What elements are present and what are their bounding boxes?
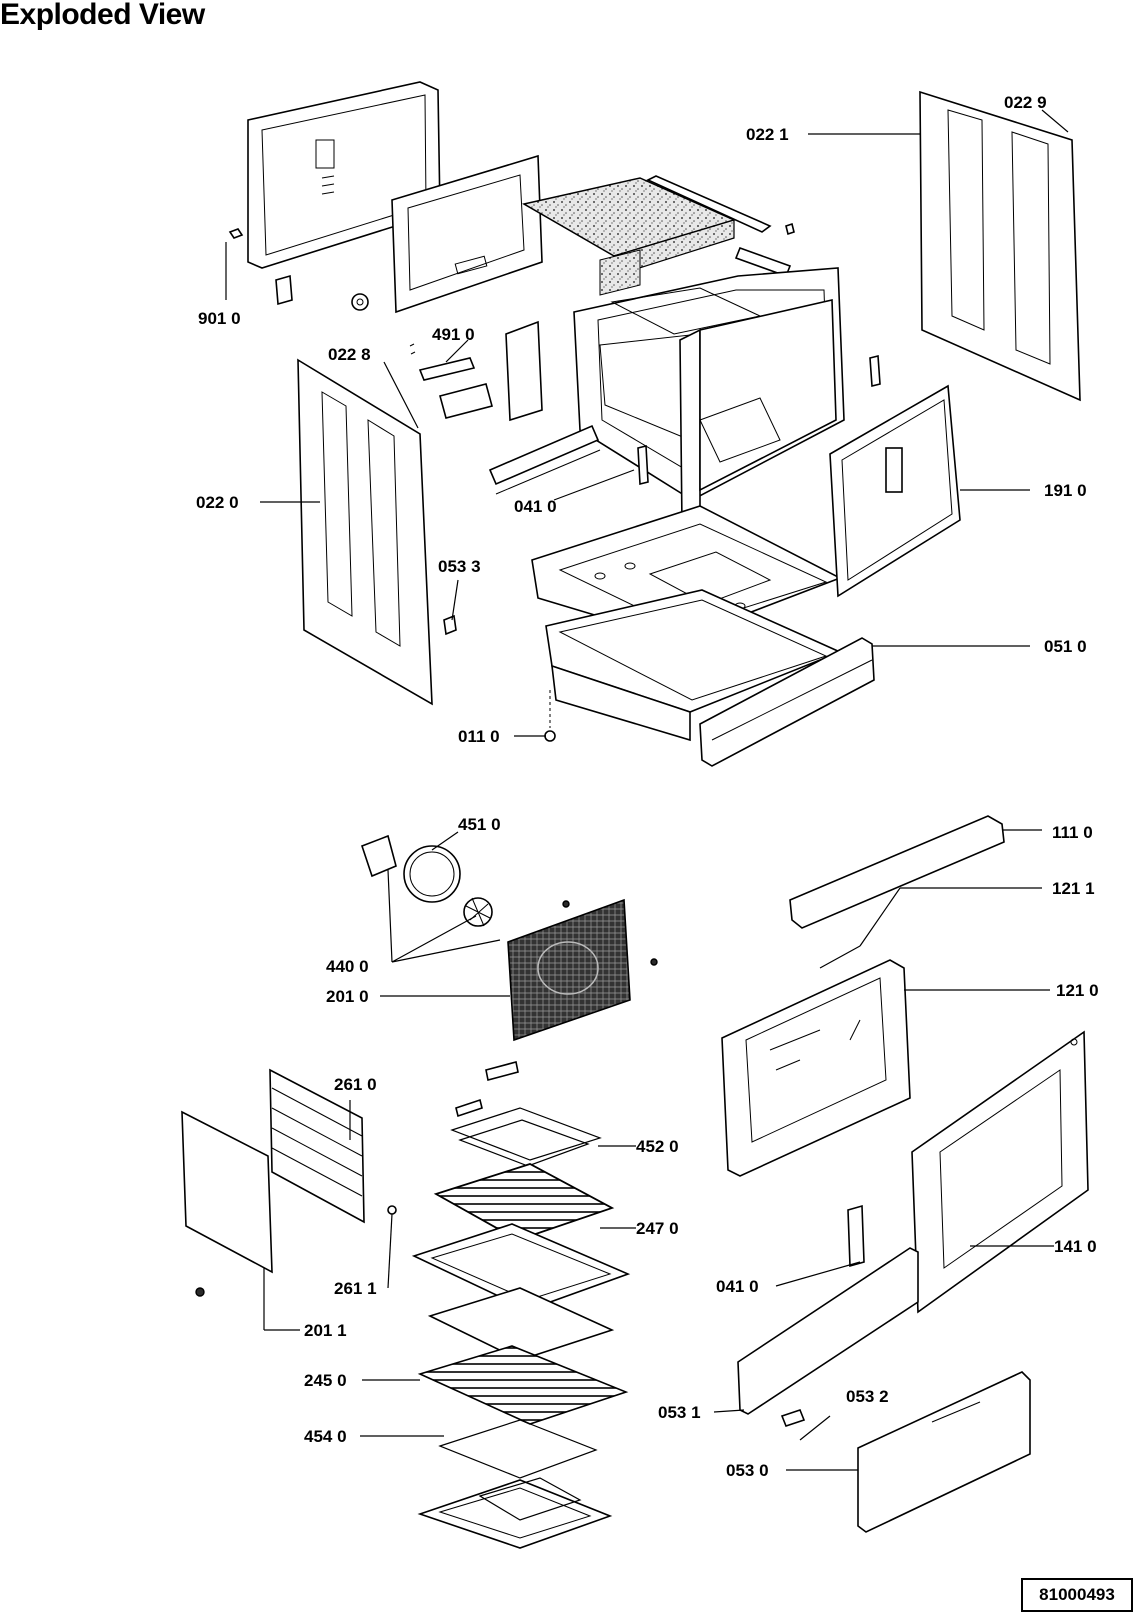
callout-0533: 053 3 — [438, 557, 481, 576]
fan-motor — [360, 834, 493, 927]
wire-panel — [427, 1287, 615, 1361]
door-handle — [789, 815, 1005, 929]
front-plinth — [699, 637, 875, 767]
control-bracket — [409, 343, 493, 419]
page-title: Exploded View — [0, 0, 205, 31]
door-bottom-trim — [737, 1247, 919, 1427]
callout-2010: 201 0 — [326, 987, 369, 1006]
side-clip — [443, 614, 457, 636]
door-inner — [721, 959, 911, 1177]
callout-2611: 261 1 — [334, 1279, 377, 1298]
door-outer-glass — [911, 1030, 1089, 1314]
side-liner-panel — [181, 1110, 397, 1297]
callout-0530: 053 0 — [726, 1461, 769, 1480]
callout-0229: 022 9 — [1004, 93, 1047, 112]
callout-4910: 491 0 — [432, 325, 475, 344]
callout-0410-bottom: 041 0 — [716, 1277, 759, 1296]
callout-0110: 011 0 — [458, 727, 500, 746]
side-rails — [269, 1068, 365, 1224]
callout-1210: 121 0 — [1056, 981, 1099, 1000]
top-heater — [450, 1098, 602, 1167]
callout-0531: 053 1 — [658, 1403, 701, 1422]
callout-0220: 022 0 — [196, 493, 239, 512]
baking-tray — [411, 1223, 631, 1311]
callout-0221: 022 1 — [746, 125, 789, 144]
callout-1211: 121 1 — [1052, 879, 1095, 898]
callout-4400: 440 0 — [326, 957, 369, 976]
callout-4510: 451 0 — [458, 815, 501, 834]
leader-lines — [225, 109, 1069, 1471]
callout-1910: 191 0 — [1044, 481, 1087, 500]
rear-inner-panel — [829, 384, 961, 598]
left-side-panel — [297, 358, 433, 706]
document-number: 81000493 — [1021, 1578, 1133, 1612]
callout-2610: 261 0 — [334, 1075, 377, 1094]
oven-shelf — [417, 1345, 629, 1425]
callout-2450: 245 0 — [304, 1371, 347, 1390]
callout-0410-top: 041 0 — [514, 497, 557, 516]
callout-9010: 901 0 — [198, 309, 241, 328]
callout-0228: 022 8 — [328, 345, 371, 364]
callout-1410: 141 0 — [1054, 1237, 1097, 1256]
callout-1110: 111 0 — [1052, 823, 1093, 842]
heater-clip — [485, 1061, 519, 1081]
insulation-pad — [521, 177, 737, 296]
side-bracket — [488, 320, 601, 495]
callout-2011: 201 1 — [304, 1321, 347, 1340]
rear-panel-clips — [228, 228, 369, 311]
bottom-heater — [417, 1419, 613, 1549]
top-rail — [646, 175, 795, 278]
right-side-panel — [919, 90, 1081, 402]
door-hinge — [847, 1204, 865, 1268]
inner-back-cover — [391, 154, 543, 314]
base-frame — [545, 589, 843, 742]
drawer-front — [857, 1371, 1031, 1533]
fan-cover — [507, 898, 658, 1042]
foot-bolt — [544, 690, 556, 742]
oven-cavity — [573, 267, 845, 528]
hinge-top — [637, 354, 881, 486]
callout-4540: 454 0 — [304, 1427, 347, 1446]
callout-0532: 053 2 — [846, 1387, 889, 1406]
callout-4520: 452 0 — [636, 1137, 679, 1156]
callout-2470: 247 0 — [636, 1219, 679, 1238]
grill-rack — [433, 1163, 615, 1241]
callout-0510: 051 0 — [1044, 637, 1087, 656]
